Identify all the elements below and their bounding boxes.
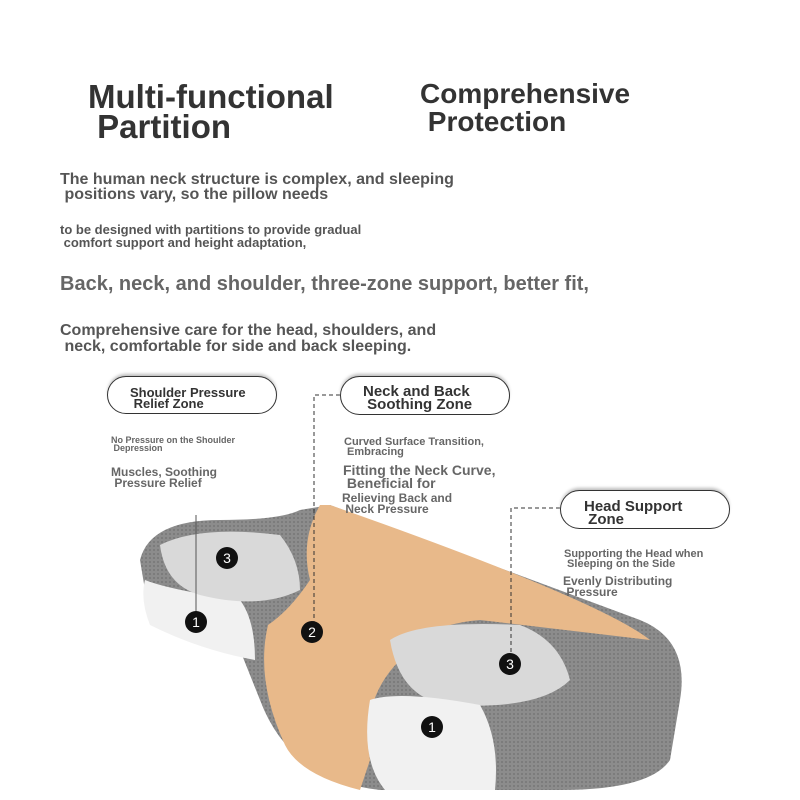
paragraph-3: Back, neck, and shoulder, three-zone sup… (60, 273, 589, 295)
paragraph-4: Comprehensive care for the head, shoulde… (60, 322, 437, 355)
neck-zone (264, 505, 650, 790)
paragraph-1: The human neck structure is complex, and… (60, 171, 454, 203)
marker-head-right: 3 (499, 653, 521, 675)
marker-shoulder-left: 1 (185, 611, 207, 633)
head-zone-title: Head Support Zone (584, 498, 683, 528)
neck-zone-label: Neck and Back Soothing Zone (340, 376, 510, 415)
neck-zone-title: Neck and Back Soothing Zone (363, 383, 473, 413)
shoulder-desc-2: Muscles, Soothing Pressure Relief (111, 465, 218, 490)
neck-desc-2: Fitting the Neck Curve, Beneficial for (343, 462, 496, 491)
shoulder-zone-title: Shoulder Pressure Relief Zone (130, 385, 246, 412)
marker-neck: 2 (301, 621, 323, 643)
head-desc-1: Supporting the Head when Sleeping on the… (564, 548, 704, 570)
leader-line-head (510, 507, 560, 654)
leader-line-neck (313, 394, 340, 622)
shoulder-zone-label: Shoulder Pressure Relief Zone (107, 376, 277, 414)
shoulder-cushion-right (367, 696, 496, 790)
paragraph-2: to be designed with partitions to provid… (60, 222, 362, 250)
heading-protection: Comprehensive Protection (420, 78, 631, 137)
shoulder-desc-1: No Pressure on the Shoulder Depression (111, 435, 236, 454)
heading-partition: Multi-functional Partition (88, 78, 334, 145)
marker-head-left: 3 (216, 547, 238, 569)
head-cushion-right (390, 624, 570, 706)
neck-desc-3: Relieving Back and Neck Pressure (342, 491, 453, 516)
head-desc-2: Evenly Distributing Pressure (563, 574, 673, 599)
marker-shoulder-right: 1 (421, 716, 443, 738)
neck-desc-1: Curved Surface Transition, Embracing (344, 436, 484, 458)
head-zone-label: Head Support Zone (560, 490, 730, 529)
